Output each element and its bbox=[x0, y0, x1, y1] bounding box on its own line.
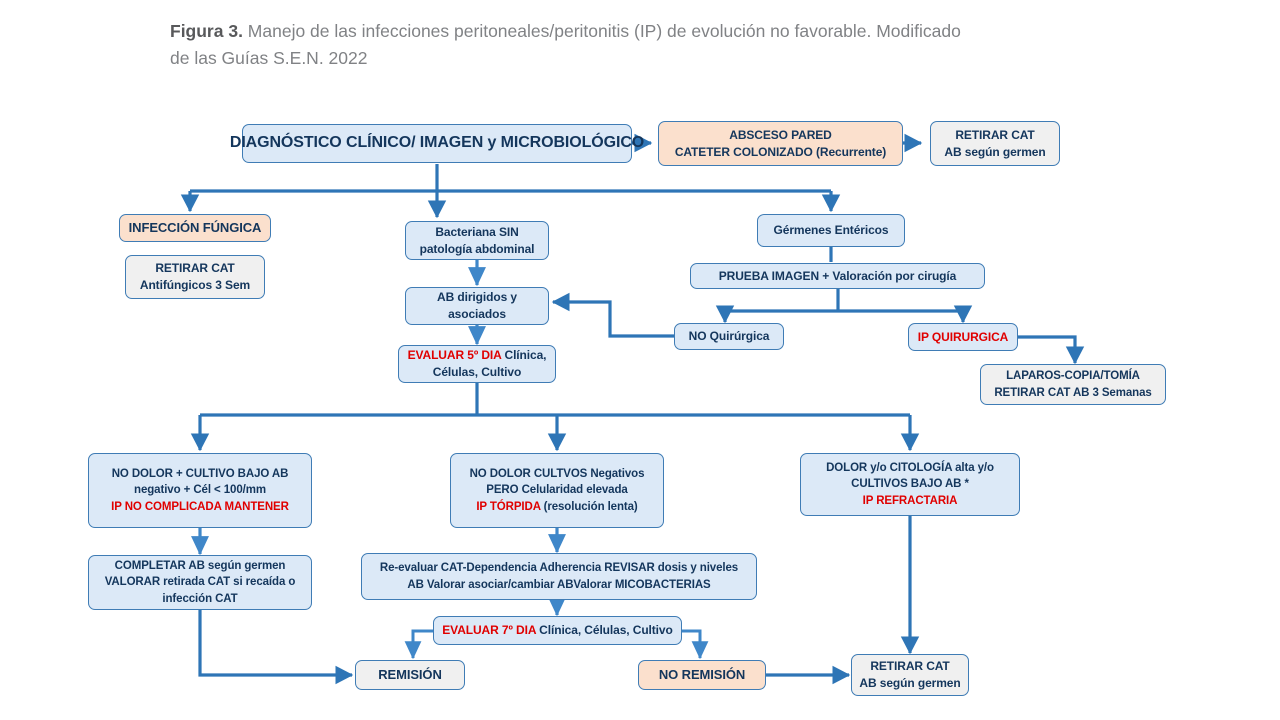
node-absceso-line2: CATETER COLONIZADO (Recurrente) bbox=[674, 144, 887, 159]
node-no-complicada-line1: NO DOLOR + CULTIVO BAJO AB bbox=[111, 468, 289, 481]
node-ip-refractaria[interactable]: DOLOR y/o CITOLOGÍA alta y/o CULTIVOS BA… bbox=[800, 453, 1020, 516]
node-retirar-cat-bottom[interactable]: RETIRAR CAT AB según germen bbox=[851, 654, 969, 696]
node-infeccion-fungica-line1: INFECCIÓN FÚNGICA bbox=[128, 220, 262, 236]
node-completar-line3: infección CAT bbox=[162, 592, 238, 605]
node-evaluar7-emphasis: EVALUAR 7º DIA bbox=[442, 623, 536, 638]
node-reevaluar-cat[interactable]: Re-evaluar CAT-Dependencia Adherencia RE… bbox=[361, 553, 757, 600]
node-evaluar5-emphasis: EVALUAR 5º DIA bbox=[407, 348, 502, 363]
node-ip-torpida[interactable]: NO DOLOR CULTVOS Negativos PERO Celulari… bbox=[450, 453, 664, 528]
node-refractaria-line2: CULTIVOS BAJO AB * bbox=[851, 478, 969, 491]
node-ab-dirigidos-line1: AB dirigidos y bbox=[437, 290, 517, 305]
node-ab-dirigidos[interactable]: AB dirigidos y asociados bbox=[405, 287, 549, 325]
node-refractaria-line3: IP REFRACTARIA bbox=[862, 494, 958, 507]
node-ip-quirurgica-line1: IP QUIRURGICA bbox=[917, 329, 1009, 344]
node-remision-line1: REMISIÓN bbox=[378, 667, 442, 683]
node-laparo-line1: LAPAROS-COPIA/TOMÍA bbox=[1006, 370, 1140, 383]
node-ab-dirigidos-line2: asociados bbox=[448, 307, 506, 321]
node-retirar-cat-top[interactable]: RETIRAR CAT AB según germen bbox=[930, 121, 1060, 166]
node-bacteriana-line2: patología abdominal bbox=[419, 241, 535, 256]
node-reevaluar-line2a: AB Valorar asociar/cambiar AB bbox=[407, 578, 574, 591]
node-evaluar5-line2: Células, Cultivo bbox=[432, 365, 522, 379]
node-evaluar5-rest: Clínica, bbox=[501, 348, 547, 363]
node-no-quirurgica-line1: NO Quirúrgica bbox=[688, 329, 770, 344]
node-evaluar-7-dia[interactable]: EVALUAR 7º DIA Clínica, Células, Cultivo bbox=[433, 616, 682, 645]
node-retirar-cat-top-line1: RETIRAR CAT bbox=[955, 127, 1035, 142]
figure-caption-text: Manejo de las infecciones peritoneales/p… bbox=[170, 21, 961, 69]
node-infeccion-fungica[interactable]: INFECCIÓN FÚNGICA bbox=[119, 214, 271, 242]
node-antifungicos-line2: Antifúngicos 3 Sem bbox=[139, 278, 251, 292]
node-bacteriana-sin-patologia[interactable]: Bacteriana SIN patología abdominal bbox=[405, 221, 549, 260]
node-no-remision[interactable]: NO REMISIÓN bbox=[638, 660, 766, 690]
node-torpida-rest: (resolución lenta) bbox=[540, 500, 638, 513]
node-bacteriana-line1: Bacteriana SIN bbox=[435, 224, 519, 239]
node-reevaluar-line2: AB Valorar asociar/cambiar ABValorar MIC… bbox=[407, 577, 710, 593]
node-torpida-line3: IP TÓRPIDA (resolución lenta) bbox=[476, 499, 637, 515]
node-completar-line1: COMPLETAR AB según germen bbox=[114, 560, 286, 573]
node-retirar-cat-bottom-line1: RETIRAR CAT bbox=[870, 659, 950, 674]
node-antifungicos-line1: RETIRAR CAT bbox=[155, 261, 235, 276]
node-reevaluar-line2b: Valorar MICOBACTERIAS bbox=[573, 578, 711, 591]
node-no-quirurgica[interactable]: NO Quirúrgica bbox=[674, 323, 784, 350]
node-no-complicada-line2: negativo + Cél < 100/mm bbox=[134, 484, 266, 497]
node-evaluar7-rest: Clínica, Células, Cultivo bbox=[535, 623, 673, 638]
node-absceso-line1: ABSCESO PARED bbox=[729, 127, 832, 142]
node-reevaluar-line1: Re-evaluar CAT-Dependencia Adherencia RE… bbox=[379, 562, 739, 575]
node-torpida-line1: NO DOLOR CULTVOS Negativos bbox=[469, 468, 645, 481]
figure-label: Figura 3. bbox=[170, 21, 243, 41]
node-evaluar5-line1: EVALUAR 5º DIA Clínica, bbox=[408, 347, 547, 364]
node-evaluar-5-dia[interactable]: EVALUAR 5º DIA Clínica, Células, Cultivo bbox=[398, 345, 556, 383]
node-diagnostico-line1: DIAGNÓSTICO CLÍNICO/ IMAGEN y MICROBIOLÓ… bbox=[229, 134, 645, 152]
node-laparo-line2: RETIRAR CAT AB 3 Semanas bbox=[994, 386, 1152, 399]
node-prueba-imagen-line1: PRUEBA IMAGEN + Valoración por cirugía bbox=[718, 268, 957, 283]
node-prueba-imagen[interactable]: PRUEBA IMAGEN + Valoración por cirugía bbox=[690, 263, 985, 289]
node-refractaria-line1: DOLOR y/o CITOLOGÍA alta y/o bbox=[826, 462, 994, 475]
node-no-complicada-line3: IP NO COMPLICADA MANTENER bbox=[111, 500, 289, 513]
node-retirar-cat-top-line2: AB según germen bbox=[944, 144, 1046, 159]
node-evaluar7-line1: EVALUAR 7º DIA Clínica, Células, Cultivo bbox=[442, 622, 673, 639]
node-antifungicos[interactable]: RETIRAR CAT Antifúngicos 3 Sem bbox=[125, 255, 265, 299]
node-no-remision-line1: NO REMISIÓN bbox=[658, 667, 746, 683]
node-remision[interactable]: REMISIÓN bbox=[355, 660, 465, 690]
node-retirar-cat-bottom-line2: AB según germen bbox=[859, 676, 961, 690]
node-diagnostico[interactable]: DIAGNÓSTICO CLÍNICO/ IMAGEN y MICROBIOLÓ… bbox=[230, 124, 644, 163]
node-ip-quirurgica[interactable]: IP QUIRURGICA bbox=[908, 323, 1018, 351]
node-germenes-entericos[interactable]: Gérmenes Entéricos bbox=[757, 214, 905, 247]
node-torpida-emphasis: IP TÓRPIDA bbox=[476, 500, 541, 513]
node-completar-line2: VALORAR retirada CAT si recaída o bbox=[104, 576, 296, 589]
figure-caption: Figura 3. Manejo de las infecciones peri… bbox=[170, 18, 970, 72]
node-germenes-line1: Gérmenes Entéricos bbox=[773, 223, 889, 238]
node-laparoscopia[interactable]: LAPAROS-COPIA/TOMÍA RETIRAR CAT AB 3 Sem… bbox=[980, 364, 1166, 405]
node-torpida-line2: PERO Celularidad elevada bbox=[486, 484, 628, 497]
node-absceso-pared[interactable]: ABSCESO PARED CATETER COLONIZADO (Recurr… bbox=[658, 121, 903, 166]
node-completar-ab[interactable]: COMPLETAR AB según germen VALORAR retira… bbox=[88, 555, 312, 610]
node-ip-no-complicada[interactable]: NO DOLOR + CULTIVO BAJO AB negativo + Cé… bbox=[88, 453, 312, 528]
